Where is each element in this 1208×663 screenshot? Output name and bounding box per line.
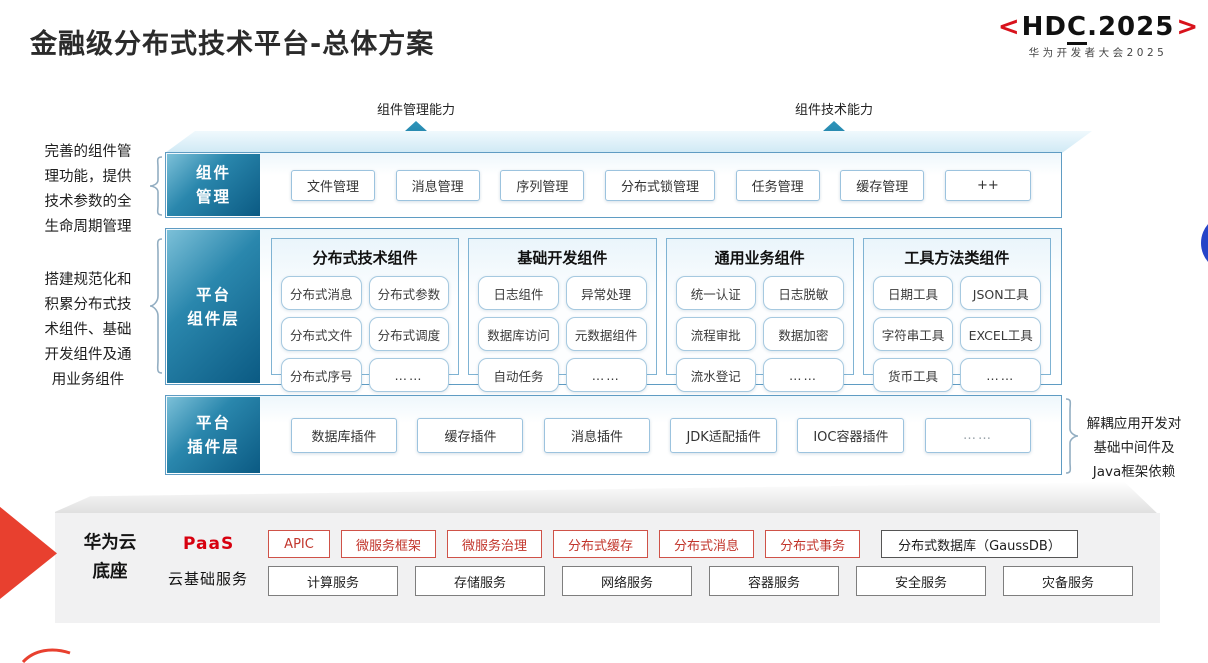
paas-items: APIC 微服务框架 微服务治理 分布式缓存 分布式消息 分布式事务 分布式数据… [268,530,1078,558]
left-brace-icon [149,238,163,374]
logo-bracket-right-icon: > [1176,12,1199,42]
layer-component-mgmt: 组件 管理 文件管理 消息管理 序列管理 分布式锁管理 任务管理 缓存管理 ++ [165,152,1062,218]
mgmt-chip: 缓存管理 [840,169,925,201]
layer-platform-plugins: 平台 插件层 数据库插件 缓存插件 消息插件 JDK适配插件 IOC容器插件 …… [165,395,1062,475]
cloud-chip: 计算服务 [268,566,398,596]
group-item-more: …… [368,358,450,392]
note-plugins: 解耦应用开发对 基础中间件及 Java框架依赖 [1086,416,1182,480]
group-item: JSON工具 [960,276,1041,310]
group-item: EXCEL工具 [960,317,1041,351]
layer-component-mgmt-items: 文件管理 消息管理 序列管理 分布式锁管理 任务管理 缓存管理 ++ [261,153,1061,217]
hdc-logo: < HDC.2025 > 华为开发者大会2025 [998,12,1198,60]
logo-subtitle: 华为开发者大会2025 [1028,47,1168,59]
group-item: 元数据组件 [565,317,647,351]
group-common-business: 通用业务组件 统一认证 日志脱敏 流程审批 数据加密 流水登记 …… [665,238,854,392]
group-grid: 日志组件 异常处理 数据库访问 元数据组件 自动任务 …… [469,274,655,402]
foundation-top-face [55,482,1160,516]
paas-chip: 微服务治理 [447,530,543,558]
group-item-more: …… [960,358,1041,392]
cloud-services-label: 云基础服务 [168,570,249,588]
group-title: 分布式技术组件 [312,249,418,267]
layer-platform-components: 平台 组件层 分布式技术组件 分布式消息 分布式参数 分布式文件 分布式调度 分… [165,228,1062,392]
cloud-chip: 存储服务 [415,566,545,596]
logo-text: HDC.2025 [1021,12,1175,45]
foundation-label: 华为云 底座 [83,533,137,582]
layer-component-mgmt-label: 组件 管理 [167,154,260,216]
group-item: 统一认证 [675,276,757,310]
cloud-chip: 灾备服务 [1003,566,1133,596]
group-basic-dev: 基础开发组件 日志组件 异常处理 数据库访问 元数据组件 自动任务 …… [468,238,657,392]
cloud-chip: 安全服务 [856,566,986,596]
group-item: 数据加密 [763,317,844,351]
group-item: 分布式调度 [368,317,450,351]
paas-chip: 分布式缓存 [553,530,649,558]
logo-text-pre: HD [1021,12,1067,42]
note-platform-components: 搭建规范化和 积累分布式技 术组件、基础 开发组件及通 用业务组件 [44,272,132,388]
paas-gaussdb-chip: 分布式数据库（GaussDB） [881,530,1078,558]
paas-chip: APIC [268,530,330,558]
capability-mgmt-label: 组件管理能力 [376,103,455,118]
group-item: 字符串工具 [872,317,954,351]
cloud-chip: 网络服务 [562,566,692,596]
group-grid: 统一认证 日志脱敏 流程审批 数据加密 流水登记 …… [667,274,853,402]
group-grid: 日期工具 JSON工具 字符串工具 EXCEL工具 货币工具 …… [864,274,1050,402]
platform-top-face [165,131,1092,153]
group-distributed-tech: 分布式技术组件 分布式消息 分布式参数 分布式文件 分布式调度 分布式序号 …… [271,238,460,392]
component-groups: 分布式技术组件 分布式消息 分布式参数 分布式文件 分布式调度 分布式序号 ……… [261,229,1061,392]
group-grid: 分布式消息 分布式参数 分布式文件 分布式调度 分布式序号 …… [272,274,458,402]
group-item: 分布式文件 [281,317,362,351]
group-item: 分布式消息 [281,276,362,310]
plugin-chip: JDK适配插件 [670,417,777,453]
group-item: 分布式参数 [368,276,450,310]
mgmt-chip-more: ++ [944,169,1031,201]
group-item: 数据库访问 [478,317,559,351]
paas-label: PaaS [183,534,235,554]
mgmt-chip: 消息管理 [395,169,480,201]
paas-chip: 分布式事务 [765,530,861,558]
note-component-mgmt: 完善的组件管 理功能，提供 技术参数的全 生命周期管理 [44,144,132,235]
logo-text-c: C [1067,12,1088,45]
group-item: 流程审批 [675,317,757,351]
group-title: 工具方法类组件 [904,249,1010,267]
layer-platform-components-label: 平台 组件层 [167,230,260,383]
mgmt-chip: 任务管理 [735,169,820,201]
group-item: 货币工具 [872,358,954,392]
group-item: 异常处理 [565,276,647,310]
group-item: 日期工具 [872,276,954,310]
plugin-chip: 数据库插件 [291,417,397,453]
cloud-chip: 容器服务 [709,566,839,596]
cloud-service-items: 计算服务 存储服务 网络服务 容器服务 安全服务 灾备服务 [268,566,1133,596]
capability-tech-label: 组件技术能力 [794,103,873,118]
group-title: 通用业务组件 [714,249,805,267]
page-title: 金融级分布式技术平台-总体方案 [30,29,435,60]
group-item-more: …… [763,358,844,392]
group-item: 分布式序号 [281,358,362,392]
paas-chip: 分布式消息 [659,530,755,558]
plugin-chip-more: …… [924,417,1031,453]
layer-platform-plugins-label: 平台 插件层 [167,397,260,473]
plugin-chip: 缓存插件 [417,417,524,453]
left-brace-icon [149,156,163,216]
logo-text-post: .2025 [1087,12,1175,42]
group-item: 日志脱敏 [763,276,844,310]
logo-bracket-left-icon: < [997,12,1020,42]
plugin-chip: IOC容器插件 [797,417,905,453]
red-arrow-icon [0,506,57,599]
right-brace-icon [1065,398,1079,474]
layer-platform-plugins-items: 数据库插件 缓存插件 消息插件 JDK适配插件 IOC容器插件 …… [261,396,1061,474]
logo-row: < HDC.2025 > [997,12,1199,45]
group-tools: 工具方法类组件 日期工具 JSON工具 字符串工具 EXCEL工具 货币工具 …… [862,238,1051,392]
paas-chip: 微服务框架 [341,530,437,558]
mgmt-chip: 文件管理 [291,169,376,201]
group-item: 日志组件 [478,276,559,310]
group-item: 流水登记 [675,358,757,392]
group-title: 基础开发组件 [517,249,608,267]
mgmt-chip: 分布式锁管理 [604,169,715,201]
mgmt-chip: 序列管理 [500,169,585,201]
blue-dot-decoration [1201,214,1208,272]
plugin-chip: 消息插件 [543,417,650,453]
group-item: 自动任务 [478,358,559,392]
red-swoosh-icon [22,648,71,663]
group-item-more: …… [565,358,647,392]
